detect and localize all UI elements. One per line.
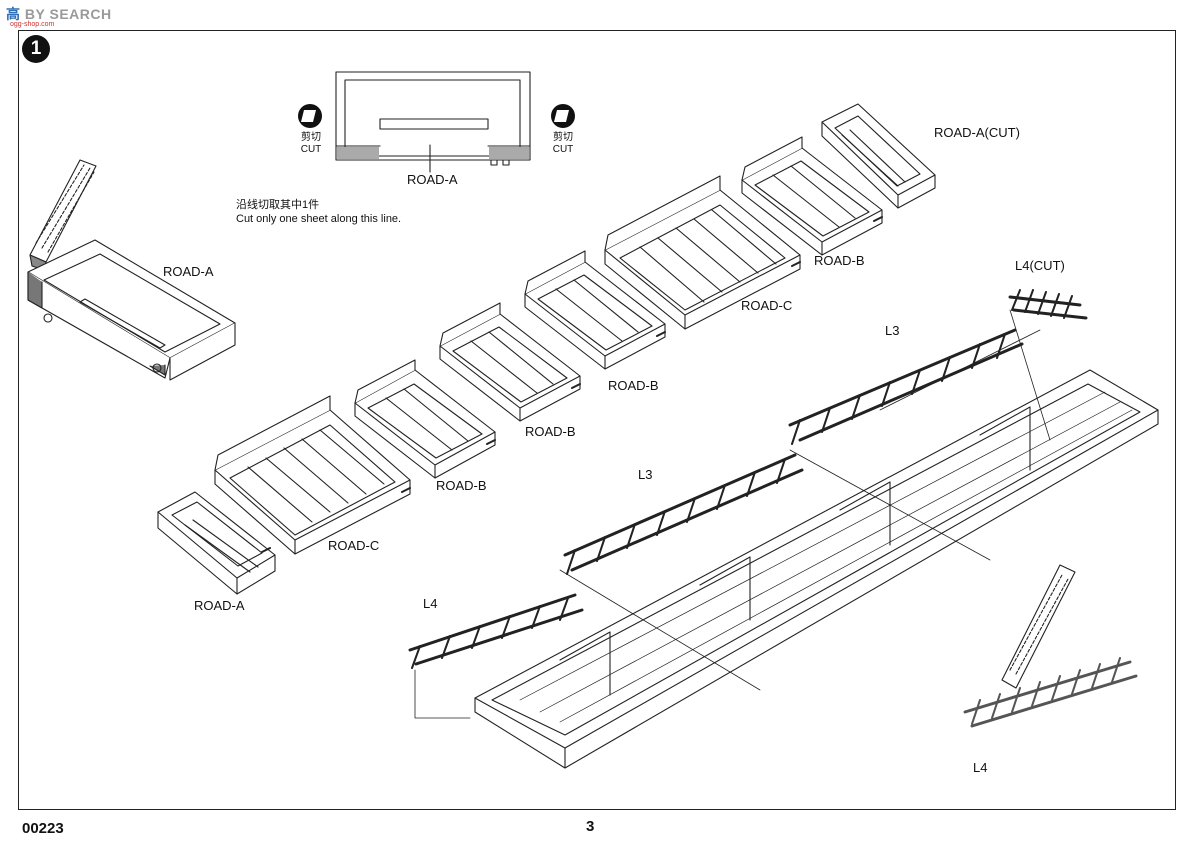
cut-note-left-cn: 剪切 [301,132,321,143]
road-a-part-drawing [335,71,531,173]
scissors-icon-left [298,104,322,128]
label-road-b-4: ROAD-B [814,253,865,268]
hobby-knife-left [29,159,97,271]
label-road-b-1: ROAD-B [436,478,487,493]
label-road-c-1: ROAD-C [328,538,380,553]
product-code: 00223 [22,820,64,837]
road-segment [214,395,411,555]
label-l4-bottom: L4 [973,760,988,775]
road-segment [741,136,883,256]
scissors-icon-right [551,104,575,128]
label-road-c-2: ROAD-C [741,298,793,313]
label-road-a-left: ROAD-A [163,264,214,279]
label-l3-lower: L3 [638,467,653,482]
cut-instruction-en: Cut only one sheet along this line. [236,213,402,225]
road-a-piece-left [27,239,236,381]
road-segment [439,302,581,422]
track-ladder-l4-lower [408,593,584,669]
watermark: 高 BY SEARCH [6,6,112,22]
road-segment [524,250,666,370]
label-l4-lower: L4 [423,596,438,611]
road-segment [354,359,496,479]
step-number-badge: 1 [22,35,50,63]
label-road-a-top: ROAD-A [407,172,458,187]
label-road-b-3: ROAD-B [608,378,659,393]
track-ladder-l4-cut [1008,289,1088,320]
label-road-b-2: ROAD-B [525,424,576,439]
watermark-url: ogg-shop.com [10,21,55,28]
page-frame [18,30,1176,810]
cut-note-left: 剪切 CUT [296,132,326,156]
road-section-chain [157,103,936,595]
track-ladder-l3-lower [563,453,804,575]
track-ladder-l4-bottom [963,657,1138,728]
cut-note-right-cn: 剪切 [553,132,573,143]
track-bed [474,369,1159,769]
cut-instruction-cn: 沿线切取其中1件 [236,199,320,211]
hobby-knife-right [1001,564,1076,689]
track-ladder-l3-upper [788,328,1024,445]
label-l4-cut: L4(CUT) [1015,258,1065,273]
road-segment [604,175,801,330]
label-road-a-cut: ROAD-A(CUT) [934,125,1020,140]
cut-note-left-en: CUT [300,144,322,155]
cut-note-right-en: CUT [552,144,574,155]
road-segment [821,103,936,209]
road-segment [157,491,276,595]
page-number: 3 [586,818,595,835]
label-road-a-bottom: ROAD-A [194,598,245,613]
cut-note-right: 剪切 CUT [548,132,578,156]
label-l3-upper: L3 [885,323,900,338]
